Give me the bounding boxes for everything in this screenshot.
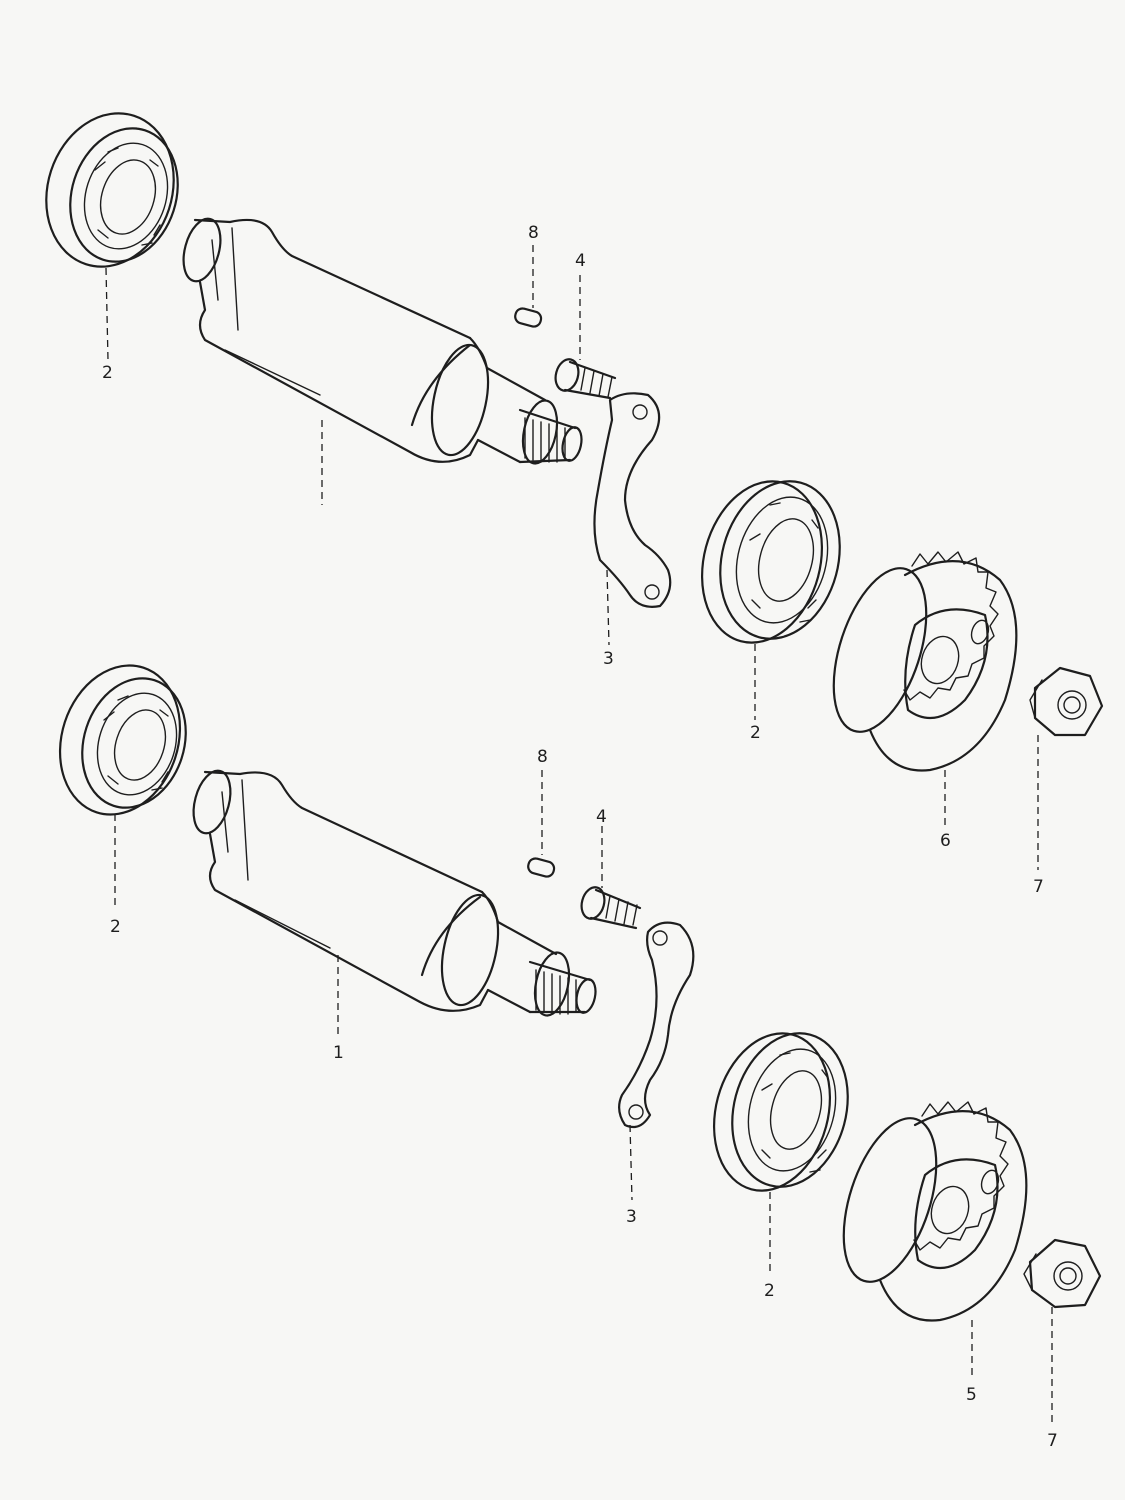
bottom-key [527,857,556,878]
bottom-callout-bearing-right: 2 [764,1281,775,1301]
top-callout-bearing-left: 2 [102,363,113,383]
bottom-assembly: 2 1 8 4 3 2 5 7 [58,664,1102,1451]
top-plate [593,392,672,608]
top-shaft [182,217,583,465]
bottom-callout-shaft: 1 [333,1043,344,1063]
top-callout-plate: 3 [603,649,614,669]
bottom-sprocket [842,1101,1028,1322]
bottom-callout-key: 8 [537,747,548,767]
bottom-callout-bearing-left: 2 [110,917,121,937]
top-leaders [105,245,1039,870]
bottom-bolt [580,886,642,930]
bottom-nut [1023,1238,1102,1309]
bottom-plate [618,921,695,1129]
bottom-leaders [114,770,1053,1425]
top-bearing-right [700,480,841,644]
bottom-callout-plate: 3 [626,1207,637,1227]
bottom-bearing-left [58,664,187,816]
top-sprocket [832,551,1018,772]
bottom-callout-nut: 7 [1047,1431,1058,1451]
bottom-bearing-right [712,1032,849,1192]
top-nut [1029,666,1104,737]
bottom-callout-sprocket: 5 [966,1385,977,1405]
top-key [514,307,543,328]
bottom-shaft [192,769,597,1017]
top-bearing-left [45,112,179,268]
top-assembly: 2 8 4 3 2 6 7 [45,112,1104,897]
top-callout-bolt: 4 [575,251,586,271]
top-callout-bearing-right: 2 [750,723,761,743]
top-bolt [554,358,617,400]
top-callout-sprocket: 6 [940,831,951,851]
bottom-callout-bolt: 4 [596,807,607,827]
top-callout-key: 8 [528,223,539,243]
top-callout-nut: 7 [1033,877,1044,897]
